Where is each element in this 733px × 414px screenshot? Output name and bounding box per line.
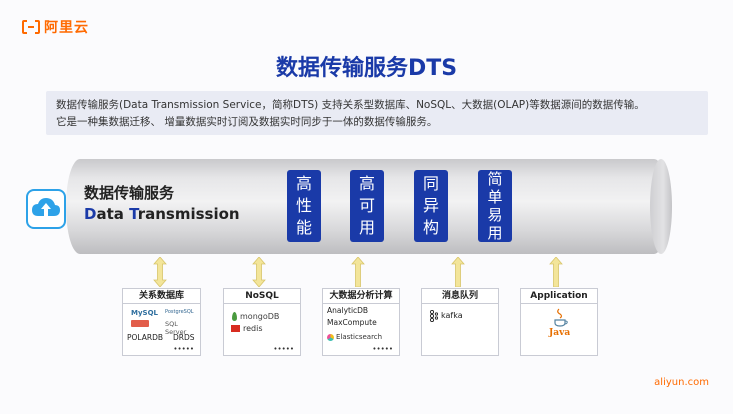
source-title: 关系数据库 xyxy=(123,289,200,304)
kafka-logo: kafka xyxy=(441,311,463,320)
intro-box: 数据传输服务(Data Transmission Service，简称DTS) … xyxy=(46,91,708,135)
more-dots: ••••• xyxy=(173,345,194,353)
mongodb-leaf-icon xyxy=(232,312,237,321)
feature-heterogeneous: 同 异 构 xyxy=(414,170,448,242)
up-arrow-icon xyxy=(351,257,365,287)
mongodb-logo: mongoDB xyxy=(240,312,280,321)
double-arrow-icon xyxy=(153,257,167,287)
dts-cloud-icon xyxy=(26,189,66,229)
feature-char: 同 xyxy=(422,174,439,193)
feature-high-performance: 高 性 能 xyxy=(287,170,321,242)
source-relational-db: 关系数据库 MySQL PostgreSQL SQL Server POLARD… xyxy=(122,288,201,356)
polardb-label: POLARDB xyxy=(127,333,164,342)
analyticdb-label: AnalyticDB xyxy=(327,306,369,315)
pipe-cap xyxy=(650,159,672,254)
feature-char: 高 xyxy=(358,174,375,193)
pipe-title-en-mid: ata xyxy=(96,205,130,223)
aliyun-logo-icon xyxy=(22,20,40,34)
source-body: kafka xyxy=(422,304,498,356)
source-title: NoSQL xyxy=(224,289,300,304)
up-arrow-icon xyxy=(549,257,563,287)
feature-char: 简 xyxy=(487,170,503,188)
drds-label: DRDS xyxy=(173,333,195,342)
source-message-queue: 消息队列 kafka xyxy=(421,288,499,356)
elasticsearch-logo: Elasticsearch xyxy=(336,333,383,341)
source-body: Java xyxy=(521,304,597,356)
source-title: 消息队列 xyxy=(422,289,498,304)
cn-db-logo xyxy=(131,320,149,327)
double-arrow-icon xyxy=(252,257,266,287)
pipe-title-en-rest: ransmission xyxy=(137,205,240,223)
mysql-logo: MySQL xyxy=(131,309,158,317)
feature-easy-to-use: 简 单 易 用 xyxy=(478,170,512,242)
redis-cube-icon xyxy=(231,325,240,332)
aliyun-logo: 阿里云 xyxy=(22,17,89,37)
feature-char: 性 xyxy=(295,196,312,215)
source-bigdata: 大数据分析计算 AnalyticDB MaxCompute Elasticsea… xyxy=(322,288,400,356)
intro-line-2: 它是一种集数据迁移、 增量数据实时订阅及数据实时同步于一体的数据传输服务。 xyxy=(56,116,438,128)
feature-char: 构 xyxy=(422,218,439,237)
pipe-title-cn: 数据传输服务 xyxy=(84,184,175,202)
feature-char: 异 xyxy=(422,196,439,215)
pipe-title-en-t: T xyxy=(129,205,138,223)
up-arrow-icon xyxy=(451,257,465,287)
sqlserver-logo: SQL Server xyxy=(165,320,187,336)
source-body: AnalyticDB MaxCompute Elasticsearch ••••… xyxy=(323,304,399,356)
feature-char: 能 xyxy=(295,218,312,237)
source-body: MySQL PostgreSQL SQL Server POLARDB DRDS… xyxy=(123,304,200,356)
source-nosql: NoSQL mongoDB redis ••••• xyxy=(223,288,301,356)
pipe-title-en: Data Transmission xyxy=(84,205,240,223)
more-dots: ••••• xyxy=(372,345,393,353)
logo-text: 阿里云 xyxy=(44,20,89,36)
postgresql-logo: PostgreSQL xyxy=(165,309,194,315)
elasticsearch-icon xyxy=(327,334,334,341)
kafka-icon xyxy=(429,310,438,322)
feature-char: 用 xyxy=(487,224,503,242)
feature-char: 可 xyxy=(358,196,375,215)
source-application: Application Java xyxy=(520,288,598,356)
feature-char: 易 xyxy=(487,206,503,224)
footer-domain: aliyun.com xyxy=(654,377,709,388)
pipe-title-en-d: D xyxy=(84,205,97,223)
source-body: mongoDB redis ••••• xyxy=(224,304,300,356)
redis-logo: redis xyxy=(243,324,263,333)
intro-line-1: 数据传输服务(Data Transmission Service，简称DTS) … xyxy=(56,99,645,111)
feature-char: 用 xyxy=(358,218,375,237)
java-logo: Java xyxy=(549,328,571,338)
feature-char: 高 xyxy=(295,174,312,193)
feature-high-availability: 高 可 用 xyxy=(350,170,384,242)
feature-char: 单 xyxy=(487,188,503,206)
more-dots: ••••• xyxy=(273,345,294,353)
maxcompute-label: MaxCompute xyxy=(327,318,377,327)
source-title: Application xyxy=(521,289,597,304)
source-title: 大数据分析计算 xyxy=(323,289,399,304)
java-cup-icon xyxy=(554,308,568,327)
page-title: 数据传输服务DTS xyxy=(275,56,458,81)
